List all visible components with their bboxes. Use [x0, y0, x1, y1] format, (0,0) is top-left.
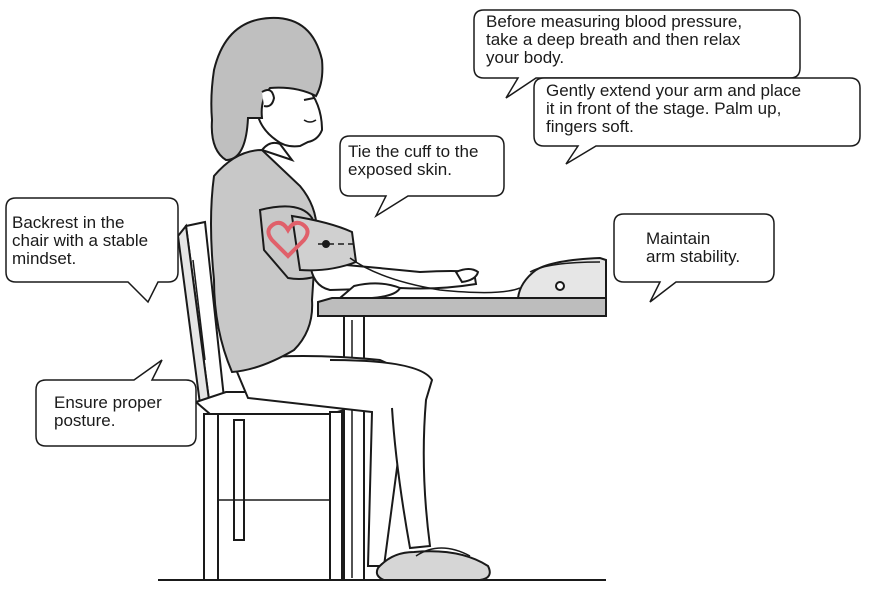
monitor-button [555, 281, 565, 291]
hair [210, 16, 324, 162]
shirt [210, 148, 318, 374]
chair-leg [233, 419, 245, 541]
bp-monitor [516, 256, 607, 299]
hand [337, 282, 402, 299]
callout-backrest: Backrest in the chair with a stable mind… [12, 213, 149, 268]
callout-breathe: Before measuring blood pressure, take a … [486, 12, 743, 67]
slipper [375, 550, 491, 581]
callout-backrest-bubble [5, 197, 179, 304]
callout-posture: Ensure proper posture. [54, 393, 162, 430]
callout-shapes [5, 9, 861, 447]
table [317, 297, 607, 581]
chair-leg [329, 411, 343, 581]
callout-cuff-bubble [339, 135, 505, 219]
chair [176, 220, 353, 581]
chair-leg [203, 413, 219, 581]
cuff-tube [349, 257, 521, 294]
table-top [317, 297, 607, 317]
person [210, 16, 521, 581]
callout-arm: Gently extend your arm and place it in f… [546, 81, 802, 136]
callout-breathe-bubble [473, 9, 801, 99]
callout-posture-bubble [35, 359, 197, 447]
callout-stability: Maintain arm stability. [646, 229, 741, 266]
callout-cuff: Tie the cuff to the exposed skin. [348, 142, 479, 179]
callout-arm-bubble [533, 77, 861, 165]
table-leg [343, 315, 365, 581]
heart-icon [266, 220, 310, 259]
callout-stability-bubble [613, 213, 775, 303]
